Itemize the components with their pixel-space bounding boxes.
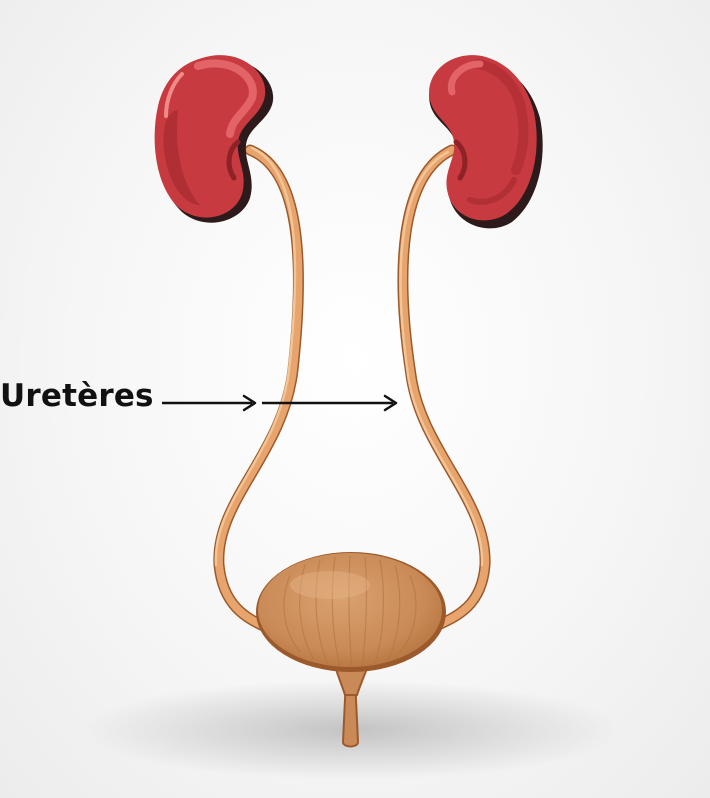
left-kidney <box>154 55 274 223</box>
ureters-label: Uretères <box>0 378 154 414</box>
right-kidney <box>429 55 543 229</box>
left-ureter <box>213 144 304 634</box>
bladder <box>256 552 446 748</box>
right-ureter <box>397 144 491 632</box>
label-arrows <box>162 394 398 412</box>
